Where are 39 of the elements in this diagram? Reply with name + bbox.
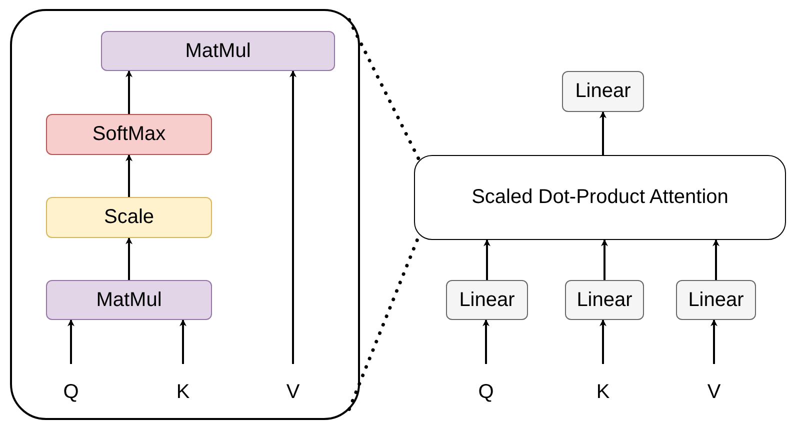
box-label: Linear [575, 80, 631, 103]
arrow [290, 70, 296, 364]
arrow [600, 319, 606, 364]
box-label: Linear [688, 288, 744, 312]
box-label: Scale [104, 206, 154, 229]
box-label: MatMul [185, 40, 251, 62]
input-label: Q [478, 380, 494, 404]
process-box [101, 31, 335, 71]
process-box [414, 155, 786, 240]
arrow [484, 239, 490, 280]
box-label: Scaled Dot-Product Attention [472, 186, 728, 209]
box-frame [10, 9, 360, 420]
input-label: V [286, 380, 300, 404]
arrow [710, 319, 718, 364]
arrow [126, 237, 132, 280]
process-box [562, 71, 644, 112]
arrow [482, 319, 490, 364]
dotted-line [347, 18, 422, 162]
input-label: V [707, 380, 721, 404]
arrow [126, 70, 132, 114]
box-label: Linear [459, 288, 515, 312]
process-box [676, 280, 756, 320]
input-label: K [596, 380, 610, 404]
arrow [600, 111, 606, 155]
box-label: Linear [576, 288, 632, 312]
input-label: K [176, 380, 190, 404]
input-label: Q [63, 380, 79, 404]
process-box [46, 197, 212, 238]
box-label: SoftMax [92, 123, 166, 146]
arrow [126, 154, 132, 197]
process-box [46, 114, 212, 155]
process-box [46, 280, 212, 320]
process-box [565, 280, 644, 320]
arrow [68, 319, 74, 364]
arrow [601, 239, 608, 280]
arrow [712, 239, 720, 280]
arrow [180, 319, 186, 364]
process-box [446, 280, 528, 320]
box-label: MatMul [96, 288, 162, 312]
